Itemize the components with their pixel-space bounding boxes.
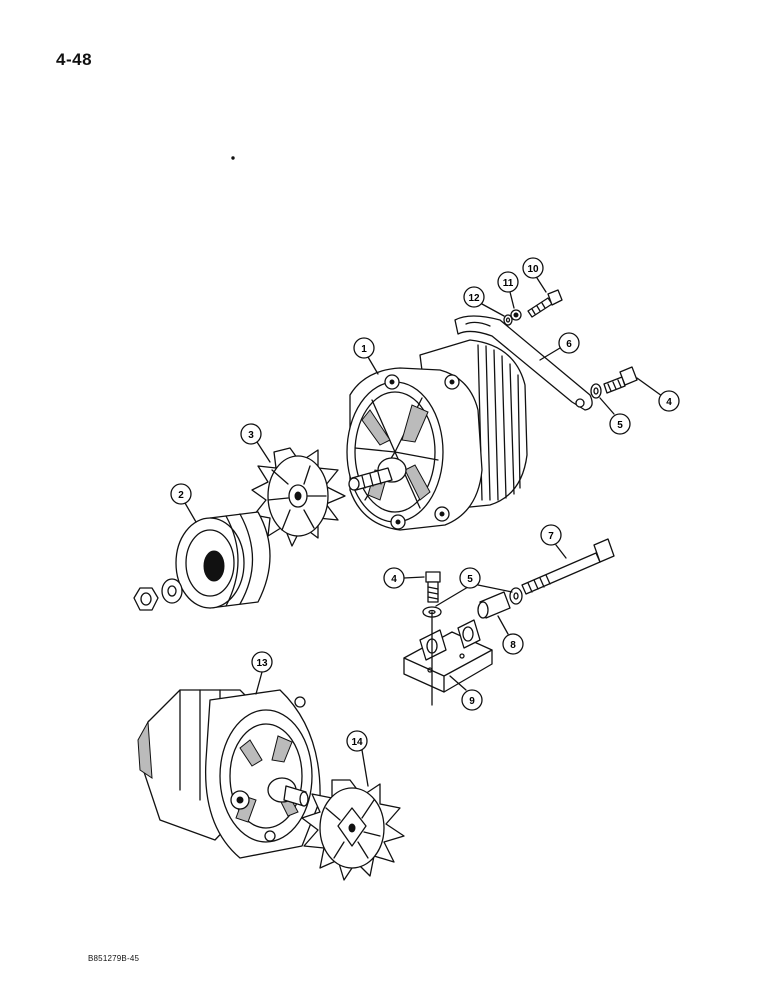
callout-label: 5	[467, 574, 473, 585]
callout-label: 12	[468, 293, 480, 304]
callout-7: 7	[540, 524, 567, 559]
alternator-13	[137, 689, 321, 859]
figure-code: B851279B-45	[88, 954, 140, 963]
fan-3	[251, 447, 346, 547]
callout-label: 2	[178, 490, 184, 501]
callout-5-upper: 5	[599, 397, 631, 435]
washer-5-upper	[590, 383, 602, 399]
callout-5-lower: 5	[435, 567, 513, 607]
spacer-8	[477, 591, 511, 619]
callout-11: 11	[497, 271, 519, 309]
callout-label: 14	[351, 737, 363, 748]
callout-label: 10	[527, 264, 539, 275]
washer-12	[503, 314, 513, 326]
speck	[231, 156, 235, 160]
callout-label: 6	[566, 339, 572, 350]
callout-4-upper: 4	[636, 377, 680, 412]
callout-6: 6	[539, 332, 580, 361]
callout-10: 10	[522, 257, 547, 293]
callout-label: 3	[248, 430, 254, 441]
callout-label: 7	[548, 531, 554, 542]
lockwasher-11	[510, 309, 522, 321]
pulley-2	[175, 511, 271, 609]
washer-5-lower	[509, 587, 523, 605]
callout-9: 9	[449, 675, 483, 711]
alternator-1	[346, 339, 528, 531]
callout-4-lower: 4	[383, 567, 425, 589]
callout-14: 14	[346, 730, 369, 787]
callout-label: 8	[510, 640, 516, 651]
callout-label: 13	[256, 658, 268, 669]
callout-13: 13	[251, 651, 273, 695]
callout-label: 4	[666, 397, 672, 408]
callout-3: 3	[240, 423, 271, 463]
callout-label: 5	[617, 420, 623, 431]
bracket-9	[403, 611, 493, 706]
fan-14	[301, 779, 405, 881]
bolt-4-upper	[603, 366, 638, 394]
washer-pulley	[161, 578, 183, 604]
callout-12: 12	[463, 286, 505, 317]
page-number: 4-48	[56, 50, 93, 69]
bolt-10	[527, 289, 563, 318]
nut-pulley	[133, 587, 159, 611]
callout-label: 11	[503, 278, 514, 289]
callout-8: 8	[497, 615, 524, 655]
callout-1: 1	[353, 337, 379, 375]
bolt-7	[521, 538, 615, 595]
callout-label: 4	[391, 574, 397, 585]
bolt-4-lower	[425, 571, 441, 603]
adjusting-strap-6	[454, 315, 593, 411]
callout-label: 1	[361, 344, 367, 355]
callout-2: 2	[170, 483, 197, 523]
callout-label: 9	[469, 696, 475, 707]
